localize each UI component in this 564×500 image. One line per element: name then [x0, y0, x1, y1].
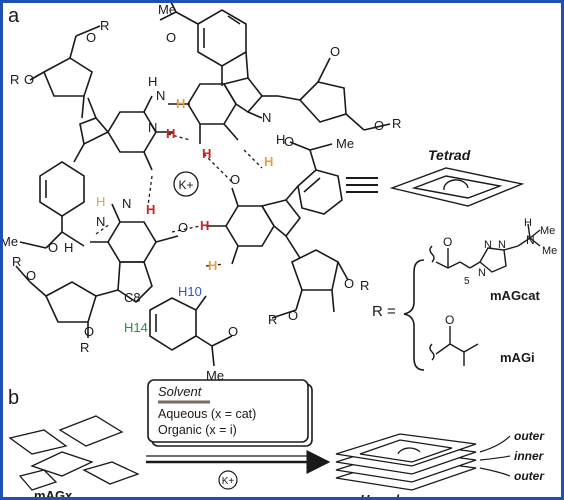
h-red-mid: H [202, 146, 211, 161]
label-me-left: Me [0, 234, 18, 249]
label-c8: C8 [124, 290, 141, 305]
h-red-center: H [200, 218, 209, 233]
label-h-g: H [64, 240, 73, 255]
panel-a-label: a [8, 5, 20, 27]
tetrad-schematic [389, 167, 525, 207]
kplus-arrow-label: K+ [222, 476, 235, 487]
equivalence-sign [346, 177, 378, 193]
label-o-right-r: O [374, 118, 384, 133]
guanine-right [206, 185, 302, 265]
label-o-left-acyl: O [48, 240, 58, 255]
solvent-box: Solvent Aqueous (x = cat) Organic (x = i… [147, 379, 313, 447]
label-h-center-orange: H [96, 194, 105, 209]
layer-outer-bottom: outer [514, 469, 545, 483]
label-o-cat: O [443, 235, 452, 249]
layer-outer-top: outer [514, 429, 545, 443]
label-hexadecamer: Hexadecamer [360, 492, 445, 500]
panel-b-label: b [8, 387, 19, 409]
guanine-top [168, 51, 278, 144]
label-o-center: O [230, 172, 240, 187]
h-red-left: H [166, 126, 175, 141]
aryl-right [289, 141, 343, 215]
atom-labels: Me O R O R O N H O O R N H N Me O N N O … [0, 2, 401, 383]
kplus-arrow: K+ [218, 470, 238, 490]
hexadecamer-stack [335, 433, 477, 491]
label-n-triazole-1: N [478, 267, 486, 279]
label-h-top-1: H [148, 74, 157, 89]
i-substituent [429, 326, 479, 366]
sugar-bottom-left [15, 265, 119, 338]
label-o-bottom: O [228, 324, 238, 339]
label-o-bottom-right: O [344, 276, 354, 291]
monomers-scattered [8, 415, 140, 491]
label-r-top-left: R [100, 18, 109, 33]
label-h14: H14 [124, 320, 148, 335]
solvent-organic: Organic (x = i) [158, 423, 237, 437]
label-n1: N [122, 196, 131, 211]
sugar-top-left [29, 25, 101, 119]
r-brace [403, 259, 425, 371]
label-me-cat-1: Me [540, 225, 555, 237]
g-quartet-structure [15, 0, 391, 367]
label-subscript-5: 5 [464, 276, 470, 287]
solvent-title: Solvent [158, 384, 203, 399]
h-colored-labels: H H H H H H H [146, 96, 273, 273]
label-o-right-top: O [330, 44, 340, 59]
layer-inner: inner [514, 449, 545, 463]
aryl-bottom [149, 295, 233, 367]
label-o-bottom-left: O [26, 268, 36, 283]
label-n2: N [96, 214, 105, 229]
tetrad-title: Tetrad [428, 147, 471, 163]
label-n-plus: N [526, 233, 535, 247]
label-n-triazole-2: N [484, 239, 492, 251]
label-h-cat: H [524, 217, 532, 229]
label-n-triazole-3: N [498, 239, 506, 251]
hydrogen-bonds [95, 103, 263, 267]
label-o-top: O [166, 30, 176, 45]
guanine-left [73, 95, 174, 171]
label-r-bottom-right: R [360, 278, 369, 293]
label-r-bottom-left-2: R [80, 340, 89, 355]
layer-labels: outer inner outer [514, 429, 545, 483]
label-me-cat-2: Me [542, 245, 557, 257]
r-definition: R = O N N N N H Me Me 5 mAGcat [372, 217, 557, 371]
label-o-i: O [445, 313, 454, 327]
layer-arrows [479, 435, 511, 477]
label-n-mid: N [262, 110, 271, 125]
label-h10: H10 [178, 284, 202, 299]
kplus-center-label: K+ [178, 178, 193, 192]
label-me-top: Me [158, 2, 176, 17]
label-ro-left: R [10, 72, 19, 87]
h-red-bottom: H [146, 202, 155, 217]
label-r-bottom-left-1: R [12, 254, 21, 269]
label-mAGx: mAGx [34, 488, 73, 500]
label-o-bottom-left-2: O [84, 324, 94, 339]
solvent-aqueous: Aqueous (x = cat) [158, 407, 256, 421]
label-me-right: Me [336, 136, 354, 151]
label-o-top-left: O [86, 30, 96, 45]
label-n-left-mid: N [148, 120, 157, 135]
sugar-top-right [277, 57, 391, 131]
sugar-bottom-right [271, 249, 349, 319]
guanine-bottom [90, 203, 179, 304]
label-o-center-right: O [178, 220, 188, 235]
label-h-mid: H [276, 132, 285, 147]
label-o-bottom-right-2: O [288, 308, 298, 323]
label-mAGcat: mAGcat [490, 288, 541, 303]
aryl-left [19, 161, 85, 249]
label-r-bottom-right-2: R [268, 312, 277, 327]
h-orange-top: H [176, 96, 185, 111]
label-o-left: O [24, 72, 34, 87]
label-r-right-top: R [392, 116, 401, 131]
kplus-center: K+ [173, 171, 199, 197]
cat-substituent [429, 223, 541, 273]
h-orange-right: H [264, 154, 273, 169]
label-o-right-acyl: O [284, 134, 294, 149]
r-equals: R = [372, 303, 396, 320]
label-mAGi: mAGi [500, 350, 535, 365]
h-orange-bottom: H [208, 258, 217, 273]
label-n-top-1: N [156, 88, 165, 103]
